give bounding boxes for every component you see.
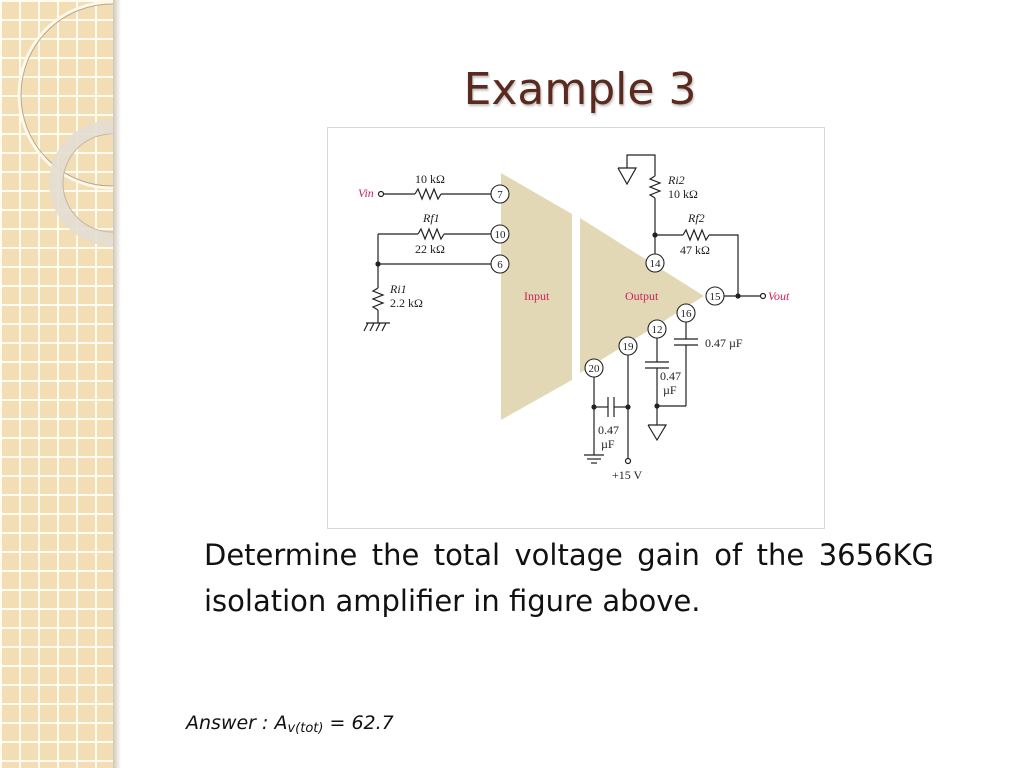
pin-10: 10 bbox=[495, 229, 507, 241]
decorative-side-panel bbox=[0, 0, 113, 768]
pin-15: 15 bbox=[710, 291, 722, 303]
answer-prefix: Answer : A bbox=[186, 712, 288, 734]
ri2-value: 10 kΩ bbox=[668, 187, 698, 201]
c12-value-line1: 0.47 bbox=[660, 369, 681, 383]
c20-value-line2: µF bbox=[601, 437, 615, 451]
pin-14: 14 bbox=[650, 258, 662, 270]
input-block-label: Input bbox=[524, 289, 550, 303]
side-panel-shadow bbox=[113, 0, 121, 768]
rf2-name: Rf2 bbox=[687, 211, 705, 225]
pin-6: 6 bbox=[497, 259, 503, 271]
rf2-value: 47 kΩ bbox=[680, 243, 710, 257]
ri2-name: Ri2 bbox=[667, 173, 685, 187]
c20-value-line1: 0.47 bbox=[598, 423, 619, 437]
isolation-amplifier-diagram: Input Output bbox=[358, 154, 790, 482]
r-in-value: 10 kΩ bbox=[415, 172, 445, 186]
rf1-value: 22 kΩ bbox=[415, 242, 445, 256]
decorative-rings-icon bbox=[17, 0, 113, 246]
pin-19: 19 bbox=[623, 341, 635, 353]
output-block-label: Output bbox=[625, 289, 659, 303]
answer-text: Answer : Av(tot) = 62.7 bbox=[186, 712, 394, 736]
answer-subscript: v(tot) bbox=[287, 721, 324, 736]
supply-label: +15 V bbox=[612, 468, 643, 482]
vout-label: Vout bbox=[768, 289, 790, 303]
input-block bbox=[501, 173, 572, 420]
pin-16: 16 bbox=[681, 308, 693, 320]
circuit-figure: Input Output bbox=[327, 127, 825, 529]
output-block bbox=[580, 218, 704, 373]
pin-12: 12 bbox=[652, 324, 663, 336]
pin-7: 7 bbox=[497, 189, 503, 201]
ri1-name: Ri1 bbox=[389, 282, 407, 296]
c12-value-line2: µF bbox=[663, 383, 677, 397]
pin-20: 20 bbox=[589, 363, 601, 375]
rf1-name: Rf1 bbox=[422, 211, 440, 225]
ri1-value: 2.2 kΩ bbox=[390, 296, 423, 310]
slide-title: Example 3 bbox=[463, 64, 697, 115]
vin-label: Vin bbox=[358, 186, 374, 200]
c16-value: 0.47 µF bbox=[705, 336, 743, 350]
answer-value: = 62.7 bbox=[323, 712, 394, 734]
question-text: Determine the total voltage gain of the … bbox=[204, 538, 934, 618]
